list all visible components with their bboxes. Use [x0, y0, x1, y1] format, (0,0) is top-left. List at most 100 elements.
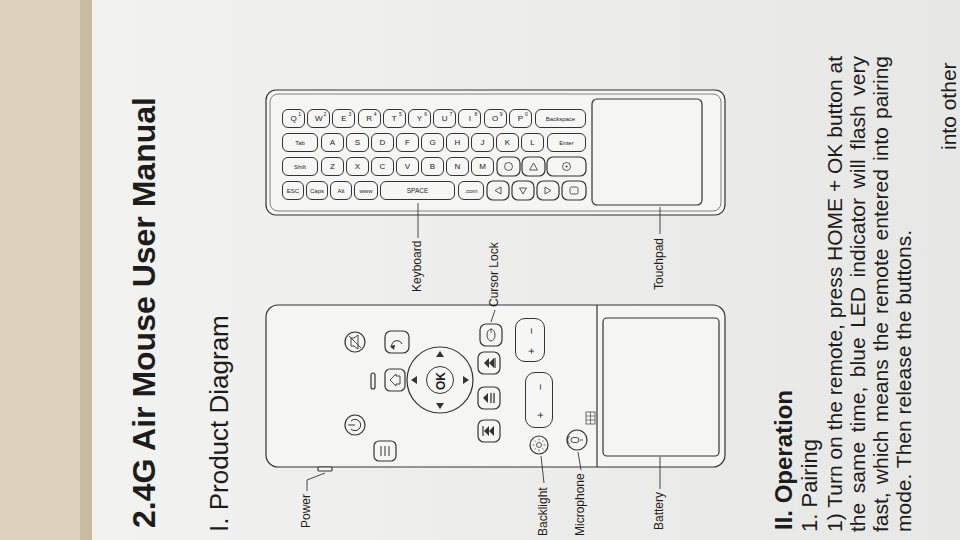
- key-text: O: [492, 115, 498, 123]
- keyboard-remote-part: [266, 90, 725, 215]
- key-text: S: [355, 139, 360, 147]
- key-text: N: [455, 163, 461, 171]
- key-text: +: [526, 348, 537, 354]
- key-button: G: [421, 133, 444, 152]
- front-remote-part: [478, 352, 500, 374]
- section-heading: II. Operation: [770, 390, 798, 530]
- key-text: F: [405, 139, 410, 147]
- part-name: Microphone: [574, 473, 588, 536]
- keyboard-remote-part: [570, 187, 578, 194]
- key-button: D: [371, 133, 394, 152]
- keyboard-remote-part: [512, 181, 534, 200]
- key-text: I: [469, 115, 471, 123]
- key-button: T5: [383, 109, 406, 128]
- keyboard-remote-part: [592, 99, 702, 205]
- front-remote-part: [484, 358, 489, 368]
- rocker-button: +−: [515, 318, 545, 362]
- key-button: F: [396, 133, 419, 152]
- key-number: 7: [449, 112, 452, 117]
- key-text: −: [535, 384, 546, 390]
- front-remote-part: [494, 358, 495, 368]
- front-remote: [266, 305, 725, 471]
- front-remote-part: [371, 373, 375, 389]
- key-text: V: [405, 163, 410, 171]
- key-button: L: [521, 133, 544, 152]
- key-text: Enter: [559, 140, 573, 146]
- keyboard-remote-part: [520, 188, 527, 194]
- key-button: S: [346, 133, 369, 152]
- key-text: G: [429, 139, 435, 147]
- front-remote-part: [491, 329, 492, 333]
- keyboard-remote-part: [487, 181, 509, 200]
- leader-lines-part: [660, 207, 661, 234]
- leader-lines-part: [307, 473, 325, 491]
- key-text: E: [341, 115, 346, 123]
- key-button: Caps: [306, 181, 328, 200]
- keyboard-remote-part: [562, 181, 586, 200]
- key-button: Shift: [282, 157, 318, 176]
- key-button: N: [446, 157, 469, 176]
- front-remote-part: [345, 415, 365, 435]
- keyboard-remote-part: [537, 181, 559, 200]
- key-button: A: [321, 133, 344, 152]
- front-remote-part: [478, 420, 500, 442]
- key-number: 9: [500, 112, 503, 117]
- key-text: H: [455, 139, 461, 147]
- keyboard-remote-part: [497, 157, 520, 176]
- front-remote-part: [580, 440, 583, 441]
- key-text: T: [392, 115, 397, 123]
- key-text: K: [505, 139, 510, 147]
- keyboard-remote-part: [566, 166, 568, 168]
- background-part: [92, 0, 960, 540]
- part-name: Backlight: [537, 487, 551, 536]
- front-remote-part: [590, 412, 591, 424]
- front-remote-part: [374, 441, 396, 461]
- front-remote-part: [568, 436, 570, 444]
- key-text: ESC: [287, 188, 299, 194]
- key-number: 6: [424, 112, 427, 117]
- leader-lines-part: [578, 452, 581, 470]
- front-remote-part: [436, 351, 444, 357]
- key-text: Alt: [337, 188, 344, 194]
- section-heading: I. Product Diagram: [205, 315, 235, 532]
- front-remote-part: [603, 318, 719, 456]
- part-name: Touchpad: [653, 238, 667, 290]
- key-button: O9: [484, 109, 507, 128]
- key-button: J: [471, 133, 494, 152]
- keyboard-remote-part: [505, 163, 513, 171]
- part-name: Keyboard: [411, 241, 425, 292]
- key-text: D: [380, 139, 386, 147]
- key-text: Backspace: [546, 116, 575, 122]
- keyboard-remote-part: [563, 163, 571, 171]
- key-text: www: [360, 188, 373, 194]
- key-number: 4: [374, 112, 377, 117]
- key-text: J: [481, 139, 485, 147]
- key-text: Shift: [294, 164, 306, 170]
- front-remote-part: [484, 426, 489, 436]
- front-remote-part: [530, 436, 548, 454]
- keyboard-remote-part: [530, 163, 538, 170]
- key-text: .com: [464, 188, 477, 194]
- key-text: OK: [435, 372, 447, 390]
- front-remote-part: [385, 446, 386, 456]
- front-remote-part: [348, 425, 355, 426]
- key-button: C: [371, 157, 394, 176]
- part-name: Power: [300, 494, 314, 528]
- key-button: SPACE: [380, 181, 455, 200]
- front-remote-part: [537, 443, 542, 448]
- front-remote-part: [407, 347, 473, 413]
- key-number: 5: [399, 112, 402, 117]
- key-button: I8: [458, 109, 481, 128]
- key-button: Q1: [282, 109, 305, 128]
- front-remote-part: [463, 376, 469, 384]
- key-text: P: [518, 115, 523, 123]
- front-remote-part: [381, 446, 382, 456]
- key-button: Y6: [408, 109, 431, 128]
- ok-button: OK: [426, 366, 454, 394]
- key-button: K: [496, 133, 519, 152]
- key-button: X: [346, 157, 369, 176]
- key-text: Caps: [310, 188, 324, 194]
- key-button: R4: [358, 109, 381, 128]
